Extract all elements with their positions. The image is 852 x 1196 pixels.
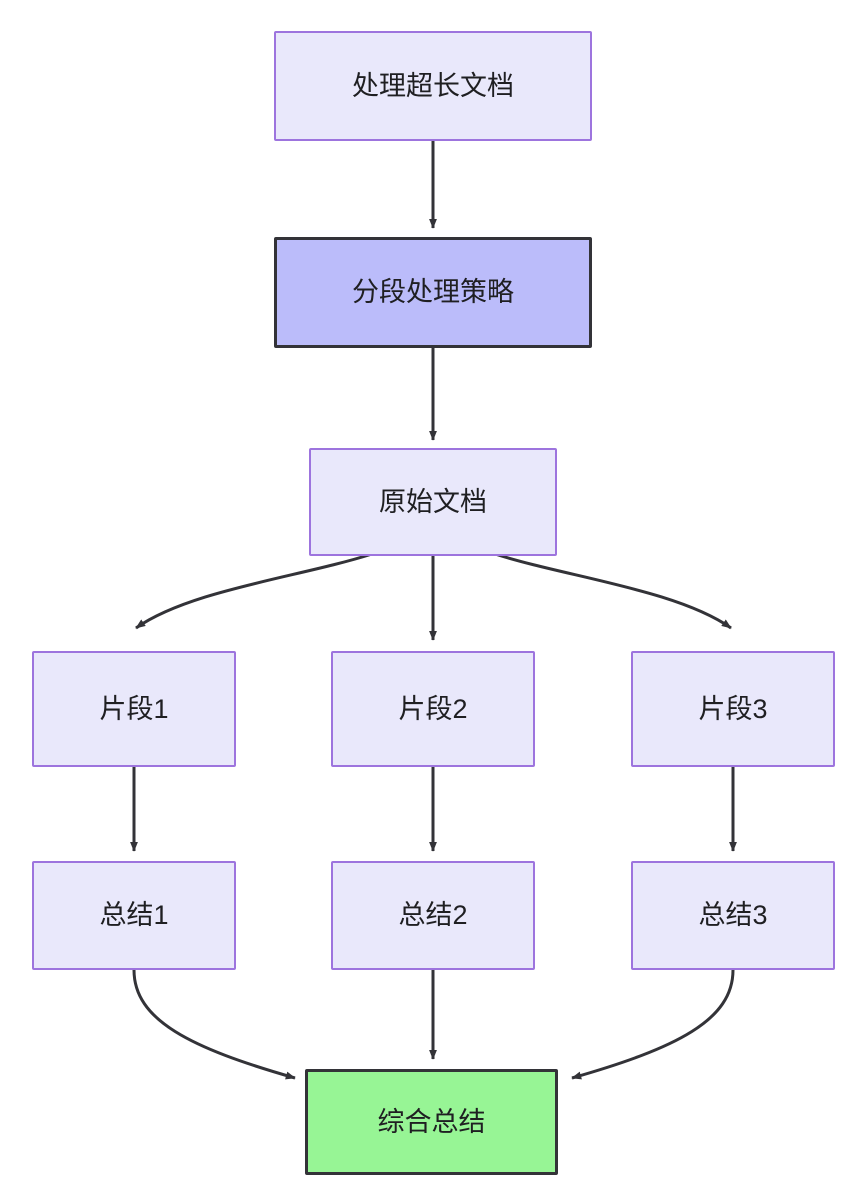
node-summary2[interactable]: 总结2 — [331, 861, 535, 970]
node-summary1[interactable]: 总结1 — [32, 861, 236, 970]
node-chunk2[interactable]: 片段2 — [331, 651, 535, 767]
node-summary3-label: 总结3 — [698, 900, 768, 931]
node-strategy[interactable]: 分段处理策略 — [274, 237, 592, 348]
node-root-label: 处理超长文档 — [352, 70, 514, 101]
node-final-label: 综合总结 — [377, 1106, 486, 1137]
edge-summary3-to-final — [571, 969, 735, 1080]
node-chunk3-label: 片段3 — [698, 693, 768, 724]
edge-source-to-chunk1 — [135, 552, 373, 630]
node-summary1-label: 总结1 — [99, 900, 169, 931]
node-strategy-label: 分段处理策略 — [352, 277, 514, 308]
edge-summary1-to-final — [132, 969, 296, 1080]
node-source-label: 原始文档 — [379, 486, 487, 517]
node-summary3[interactable]: 总结3 — [631, 861, 835, 970]
node-chunk2-label: 片段2 — [398, 693, 468, 724]
node-source[interactable]: 原始文档 — [309, 448, 557, 556]
node-chunk1[interactable]: 片段1 — [32, 651, 236, 767]
node-chunk1-label: 片段1 — [99, 693, 169, 724]
node-root[interactable]: 处理超长文档 — [274, 31, 592, 141]
edge-source-to-chunk3 — [494, 552, 732, 630]
node-final[interactable]: 综合总结 — [305, 1069, 558, 1175]
node-summary2-label: 总结2 — [398, 900, 468, 931]
node-chunk3[interactable]: 片段3 — [631, 651, 835, 767]
